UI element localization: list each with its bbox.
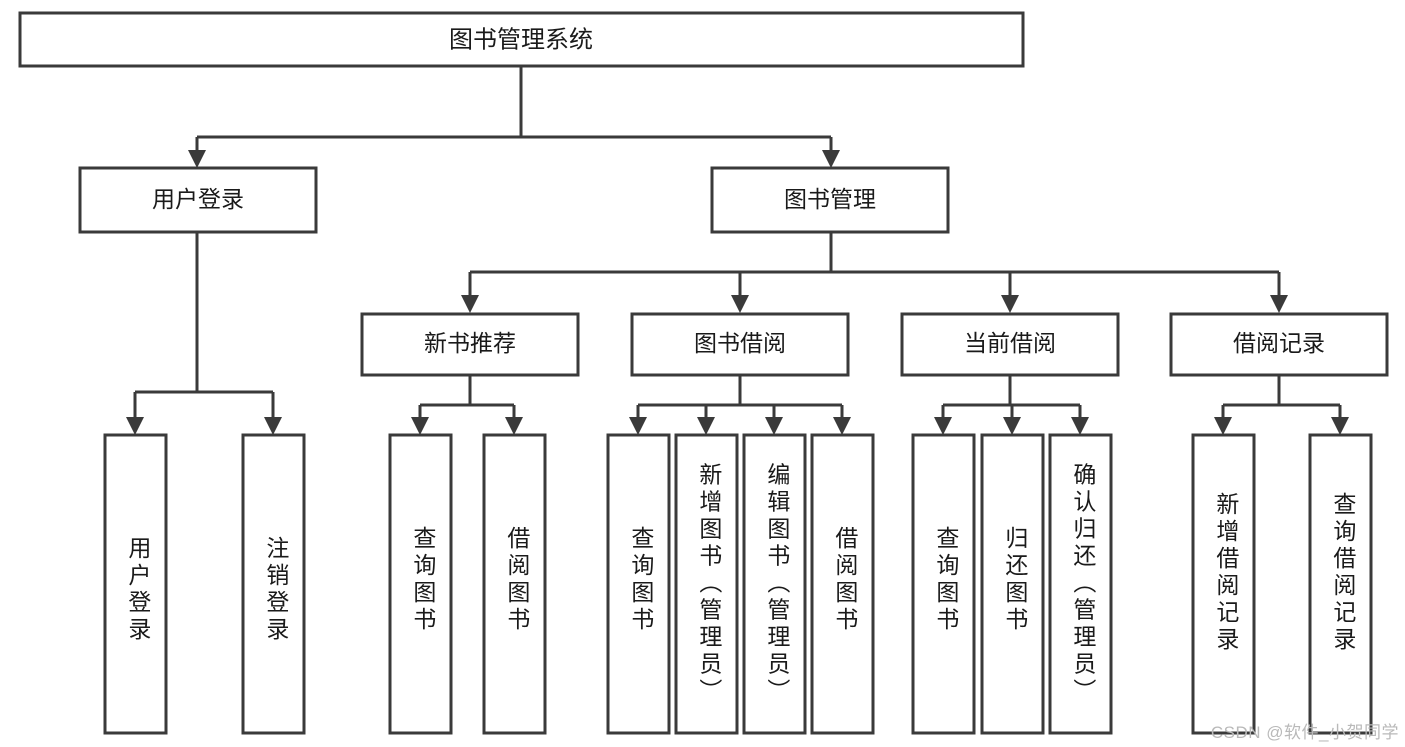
leaf-query-book-3-label: 查询图书 — [933, 526, 960, 634]
csdn-watermark: CSDN @软件_小贺同学 — [1210, 723, 1399, 742]
nodes-layer: 图书管理系统 用户登录 图书管理 新书推荐 图书借阅 当前 — [18, 11, 1389, 735]
node-root-label: 图书管理系统 — [449, 26, 593, 53]
arrow-borrowrecord-leaf-1-icon — [1214, 417, 1232, 435]
node-root-box[interactable] — [18, 11, 1025, 68]
leaf-return-book-label: 归还图书 — [1002, 526, 1029, 634]
arrow-newbook-leaf-1-icon — [411, 417, 429, 435]
leaf-return-book[interactable]: 归还图书 — [980, 433, 1045, 735]
arrow-root-to-book-management-icon — [822, 150, 840, 168]
node-book-borrow-box[interactable] — [630, 312, 850, 377]
leaf-add-record[interactable]: 新增借阅记录 — [1191, 433, 1256, 735]
leaf-confirm-return-label: 确认归还（管理员） — [1070, 463, 1097, 706]
leaf-logout-login-label: 注销登录 — [263, 536, 290, 644]
leaf-add-book-label: 新增图书（管理员） — [696, 463, 723, 706]
leaf-add-record-label: 新增借阅记录 — [1213, 492, 1240, 654]
leaf-query-record-box[interactable] — [1308, 433, 1373, 735]
leaf-query-book-1[interactable]: 查询图书 — [388, 433, 453, 735]
arrow-bookborrow-leaf-3-icon — [765, 417, 783, 435]
node-root[interactable]: 图书管理系统 — [18, 11, 1025, 68]
node-user-login[interactable]: 用户登录 — [78, 166, 318, 234]
node-book-borrow-label: 图书借阅 — [694, 330, 786, 356]
node-user-login-label: 用户登录 — [152, 186, 244, 212]
arrow-borrowrecord-leaf-2-icon — [1331, 417, 1349, 435]
leaf-query-book-2[interactable]: 查询图书 — [606, 433, 671, 735]
leaf-query-book-2-box[interactable] — [606, 433, 671, 735]
arrow-bm-to-bookborrow-icon — [731, 295, 749, 313]
leaf-query-book-3[interactable]: 查询图书 — [911, 433, 976, 735]
node-book-borrow[interactable]: 图书借阅 — [630, 312, 850, 377]
leaf-user-login[interactable]: 用户登录 — [103, 433, 168, 735]
leaf-edit-book[interactable]: 编辑图书（管理员） — [742, 433, 807, 735]
leaf-edit-book-label: 编辑图书（管理员） — [764, 463, 791, 706]
node-book-management-label: 图书管理 — [784, 186, 876, 212]
arrow-bookborrow-leaf-4-icon — [833, 417, 851, 435]
edges-layer — [126, 66, 1349, 435]
leaf-add-book-box[interactable] — [674, 433, 739, 735]
leaf-query-book-3-box[interactable] — [911, 433, 976, 735]
leaf-confirm-return[interactable]: 确认归还（管理员） — [1048, 433, 1113, 735]
node-book-management[interactable]: 图书管理 — [710, 166, 950, 234]
leaf-query-book-1-label: 查询图书 — [410, 526, 437, 634]
node-new-book-recommend-box[interactable] — [360, 312, 580, 377]
arrow-currentborrow-leaf-1-icon — [934, 417, 952, 435]
arrow-bm-to-newbook-icon — [461, 295, 479, 313]
node-new-book-recommend-label: 新书推荐 — [424, 330, 516, 356]
leaf-add-book[interactable]: 新增图书（管理员） — [674, 433, 739, 735]
arrow-bookborrow-leaf-1-icon — [629, 417, 647, 435]
leaf-borrow-book-2-box[interactable] — [810, 433, 875, 735]
arrow-bookborrow-leaf-2-icon — [697, 417, 715, 435]
leaf-user-login-box[interactable] — [103, 433, 168, 735]
leaf-logout-login[interactable]: 注销登录 — [241, 433, 306, 735]
node-current-borrow-box[interactable] — [900, 312, 1120, 377]
node-current-borrow[interactable]: 当前借阅 — [900, 312, 1120, 377]
arrow-bm-to-currentborrow-icon — [1001, 295, 1019, 313]
arrow-bm-to-borrowrecord-icon — [1270, 295, 1288, 313]
arrow-currentborrow-leaf-2-icon — [1003, 417, 1021, 435]
node-new-book-recommend[interactable]: 新书推荐 — [360, 312, 580, 377]
node-borrow-record-box[interactable] — [1169, 312, 1389, 377]
node-current-borrow-label: 当前借阅 — [964, 330, 1056, 356]
leaf-borrow-book-1-box[interactable] — [482, 433, 547, 735]
arrow-newbook-leaf-2-icon — [505, 417, 523, 435]
leaf-query-book-1-box[interactable] — [388, 433, 453, 735]
leaf-user-login-label: 用户登录 — [125, 536, 152, 644]
node-borrow-record[interactable]: 借阅记录 — [1169, 312, 1389, 377]
leaf-query-record[interactable]: 查询借阅记录 — [1308, 433, 1373, 735]
leaf-borrow-book-2[interactable]: 借阅图书 — [810, 433, 875, 735]
node-user-login-box[interactable] — [78, 166, 318, 234]
leaf-query-book-2-label: 查询图书 — [628, 526, 655, 634]
leaf-confirm-return-box[interactable] — [1048, 433, 1113, 735]
leaf-borrow-book-1[interactable]: 借阅图书 — [482, 433, 547, 735]
leaf-borrow-book-1-label: 借阅图书 — [504, 526, 531, 634]
leaf-return-book-box[interactable] — [980, 433, 1045, 735]
arrow-root-to-user-login-icon — [188, 150, 206, 168]
arrow-userlogin-leaf-2-icon — [264, 417, 282, 435]
arrow-userlogin-leaf-1-icon — [126, 417, 144, 435]
arrow-currentborrow-leaf-3-icon — [1071, 417, 1089, 435]
node-book-management-box[interactable] — [710, 166, 950, 234]
leaf-borrow-book-2-label: 借阅图书 — [832, 526, 859, 634]
leaf-query-record-label: 查询借阅记录 — [1330, 492, 1357, 654]
leaf-edit-book-box[interactable] — [742, 433, 807, 735]
node-borrow-record-label: 借阅记录 — [1233, 330, 1325, 356]
leaf-logout-login-box[interactable] — [241, 433, 306, 735]
leaf-add-record-box[interactable] — [1191, 433, 1256, 735]
